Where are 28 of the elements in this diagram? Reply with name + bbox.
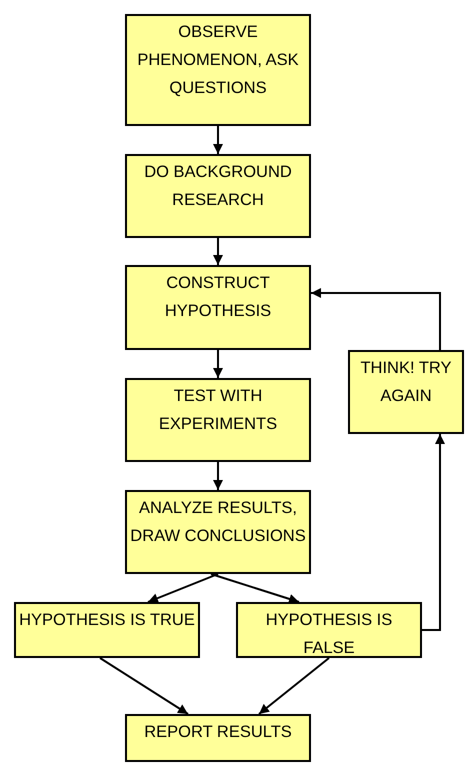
process-box	[125, 714, 311, 762]
arrow	[210, 573, 300, 604]
arrow	[148, 573, 218, 603]
box-label: TEST WITH EXPERIMENTS	[158, 386, 278, 435]
box-label: ANALYZE RESULTS, DRAW CONCLUSIONS	[129, 498, 307, 547]
arrow	[213, 462, 223, 490]
arrow	[422, 434, 445, 631]
process-box	[125, 14, 311, 126]
box-label: THINK! TRY AGAIN	[359, 358, 453, 407]
arrow	[99, 657, 189, 715]
process-box	[125, 378, 311, 462]
arrow	[213, 350, 223, 378]
process-box	[236, 602, 422, 658]
box-label: DO BACKGROUND RESEARCH	[143, 162, 293, 211]
arrow	[213, 238, 223, 265]
process-box	[348, 350, 464, 434]
process-box	[14, 602, 200, 658]
process-box	[125, 154, 311, 238]
arrow	[213, 126, 223, 154]
box-label: CONSTRUCT HYPOTHESIS	[164, 273, 272, 322]
box-label: REPORT RESULTS	[143, 722, 293, 743]
process-box	[125, 265, 311, 350]
box-label: HYPOTHESIS IS FALSE	[264, 610, 394, 659]
arrow	[258, 657, 330, 715]
box-label: OBSERVE PHENOMENON, ASK QUESTIONS	[136, 22, 300, 99]
box-label: HYPOTHESIS IS TRUE	[18, 610, 196, 631]
process-box	[125, 490, 311, 574]
arrow	[311, 288, 441, 350]
